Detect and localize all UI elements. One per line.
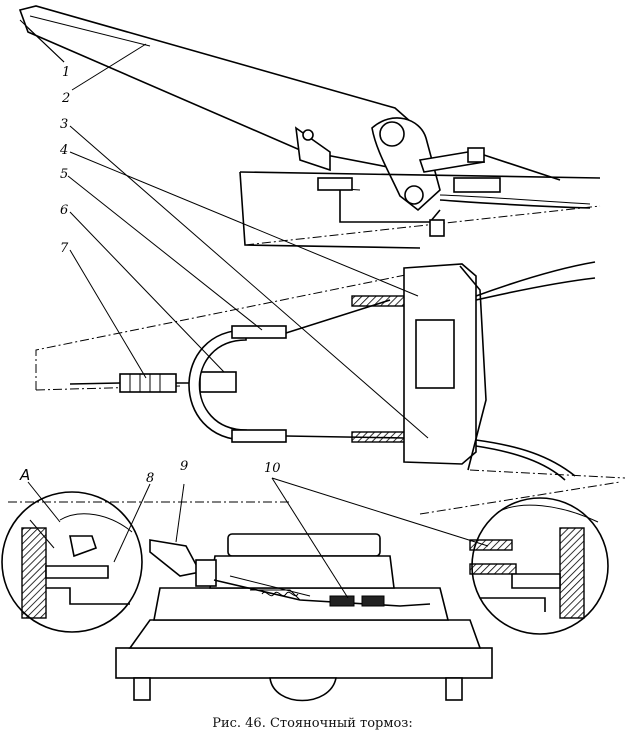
detail-right (469, 497, 609, 635)
leader-lines (19, 19, 489, 599)
callout-1: 1 (62, 65, 70, 80)
callout-10: 10 (264, 461, 281, 476)
callout-5: 5 (60, 167, 68, 182)
callout-labels: 1 2 3 4 5 6 7 8 9 10 A (19, 65, 281, 486)
callout-7: 7 (60, 241, 69, 256)
callout-2: 2 (61, 91, 70, 106)
cable-equalizer-view (35, 261, 625, 481)
callout-4: 4 (59, 143, 68, 158)
brake-drum-view (8, 481, 621, 702)
callout-6: 6 (60, 203, 68, 218)
hand-brake-lever (18, 5, 601, 249)
callout-3: 3 (60, 117, 68, 132)
callout-8: 8 (146, 471, 154, 486)
figure-caption: Рис. 46. Стояночный тормоз: (212, 716, 413, 731)
callout-9: 9 (180, 459, 188, 474)
detail-a-label: A (19, 466, 30, 484)
detail-a-left (1, 491, 143, 633)
